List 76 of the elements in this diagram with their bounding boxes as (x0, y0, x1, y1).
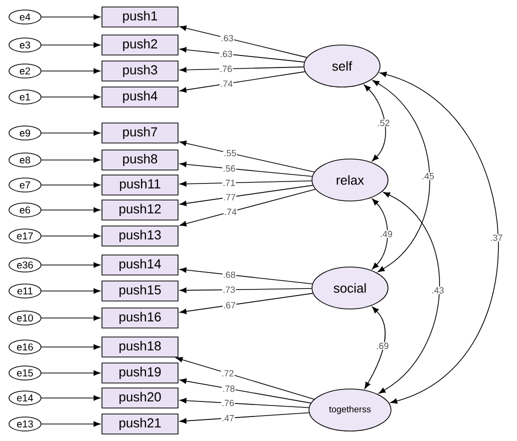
edge-label: .45 (421, 172, 435, 180)
edge-label: .71 (222, 179, 236, 187)
edge-label: .78 (222, 384, 236, 392)
edge-label: .37 (490, 234, 504, 242)
arrow (41, 14, 100, 20)
arrow (380, 72, 499, 404)
arrow (180, 378, 312, 404)
arrow (180, 71, 306, 93)
edge-label: .63 (219, 50, 234, 58)
edge-label: .52 (376, 119, 390, 127)
indicator-box: push18 (102, 336, 178, 358)
edge-label: .69 (376, 342, 390, 350)
arrow (180, 180, 312, 187)
arrow (41, 288, 100, 294)
arrow (41, 94, 100, 100)
indicator-box: push4 (102, 86, 178, 108)
indicator-box: push12 (102, 200, 178, 220)
indicator-box: push16 (102, 308, 178, 328)
arrow (364, 84, 386, 162)
edge-label: .47 (221, 414, 235, 422)
indicator-box: push15 (102, 280, 178, 302)
indicator-box: push11 (102, 174, 178, 196)
arrow (41, 182, 100, 188)
arrow (41, 68, 100, 74)
indicator-box: push8 (102, 150, 178, 170)
edge-label: .73 (222, 286, 236, 294)
arrow (41, 130, 100, 136)
edge-label: .77 (222, 194, 236, 201)
arrow (378, 192, 440, 394)
arrow (364, 306, 386, 389)
arrow (180, 288, 312, 294)
arrow (180, 162, 313, 177)
arrow (41, 395, 100, 401)
edge-label: .49 (379, 230, 394, 238)
arrow (372, 198, 388, 270)
edge-label: .76 (219, 65, 233, 73)
arrow (180, 188, 316, 226)
edge-label: .63 (220, 34, 234, 42)
edge-label: .72 (220, 370, 235, 378)
arrow (180, 184, 314, 206)
indicator-box: push21 (102, 414, 178, 434)
edge-label: .67 (222, 301, 236, 309)
arrow (180, 412, 310, 424)
arrow (41, 262, 100, 268)
edge-label: .55 (223, 149, 237, 157)
arrow (180, 292, 314, 314)
indicator-box: push7 (102, 122, 178, 144)
arrow (41, 370, 100, 376)
arrow (41, 421, 100, 427)
arrow (41, 42, 100, 48)
arrow (180, 47, 305, 62)
edge-label: .74 (220, 80, 234, 88)
arrow (180, 267, 313, 284)
indicator-box: push13 (102, 226, 178, 246)
edge-label: .68 (222, 270, 236, 279)
indicator-box: push19 (102, 362, 178, 384)
edge-label: .43 (430, 286, 445, 294)
edge-label: .76 (221, 399, 235, 407)
arrow (176, 356, 315, 400)
arrow (41, 157, 100, 163)
indicator-box: push20 (102, 388, 178, 408)
arrow (41, 315, 100, 321)
edge-label: .74 (224, 208, 238, 216)
edge-label: .56 (222, 164, 236, 172)
indicator-box: push2 (102, 34, 178, 56)
arrow (372, 80, 430, 272)
arrow (180, 140, 315, 172)
indicator-box: push3 (102, 60, 178, 82)
indicator-box: push1 (102, 6, 178, 28)
arrow (41, 207, 100, 213)
arrow (180, 66, 304, 73)
arrow (180, 398, 310, 408)
arrow (41, 344, 100, 350)
arrow (180, 25, 308, 58)
arrow (41, 233, 100, 239)
indicator-box: push14 (102, 254, 178, 276)
